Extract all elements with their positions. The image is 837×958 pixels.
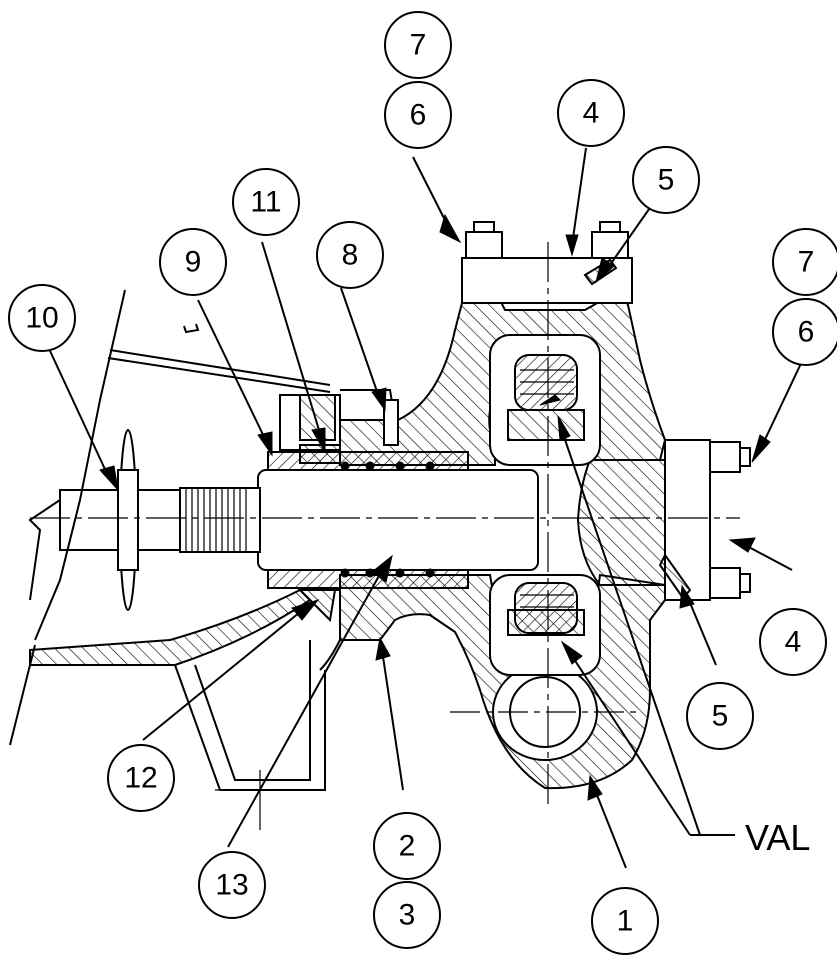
callout-7-top-label: 7 <box>410 29 427 62</box>
lower-valve-assembly <box>489 574 601 676</box>
callout-5-top-label: 5 <box>658 164 675 197</box>
callout-13: 13 <box>198 851 266 919</box>
callout-6-top-label: 6 <box>410 99 427 132</box>
callout-9-label: 9 <box>185 246 202 279</box>
callout-3: 3 <box>373 881 441 949</box>
callout-5-right: 5 <box>686 682 754 750</box>
callout-12-label: 12 <box>124 762 157 795</box>
slinger-disc <box>117 429 139 611</box>
callout-7-top: 7 <box>384 11 452 79</box>
callout-9: 9 <box>159 228 227 296</box>
callout-8: 8 <box>316 221 384 289</box>
leader-lines <box>43 147 806 869</box>
callout-7-right: 7 <box>772 228 837 296</box>
plunger-shaft <box>59 469 539 571</box>
callout-8-label: 8 <box>342 239 359 272</box>
upper-valve-assembly <box>489 334 601 466</box>
pump-body <box>339 278 667 790</box>
gland-housing <box>279 389 399 671</box>
callout-11-label: 11 <box>250 186 281 219</box>
callout-6-right-label: 6 <box>798 316 815 349</box>
callout-12: 12 <box>107 744 175 812</box>
callout-6-top: 6 <box>384 81 452 149</box>
callout-2-label: 2 <box>399 830 416 863</box>
callout-4-right: 4 <box>759 608 827 676</box>
callout-5-top: 5 <box>632 146 700 214</box>
callout-2: 2 <box>373 812 441 880</box>
side-cover-plate <box>658 439 751 601</box>
callout-1-label: 1 <box>617 905 634 938</box>
callout-6-right: 6 <box>772 298 837 366</box>
callout-7-right-label: 7 <box>798 246 815 279</box>
callout-13-label: 13 <box>215 869 248 902</box>
callout-4-top: 4 <box>557 79 625 147</box>
callout-10-label: 10 <box>25 302 58 335</box>
valve-label: VAL <box>745 817 810 858</box>
callout-5-right-label: 5 <box>712 700 729 733</box>
pump-frame <box>9 289 331 791</box>
callout-3-label: 3 <box>399 899 416 932</box>
callout-11: 11 <box>232 168 300 236</box>
callout-4-top-label: 4 <box>583 97 600 130</box>
callout-1: 1 <box>591 887 659 955</box>
callout-4-right-label: 4 <box>785 626 802 659</box>
callout-10: 10 <box>8 284 76 352</box>
